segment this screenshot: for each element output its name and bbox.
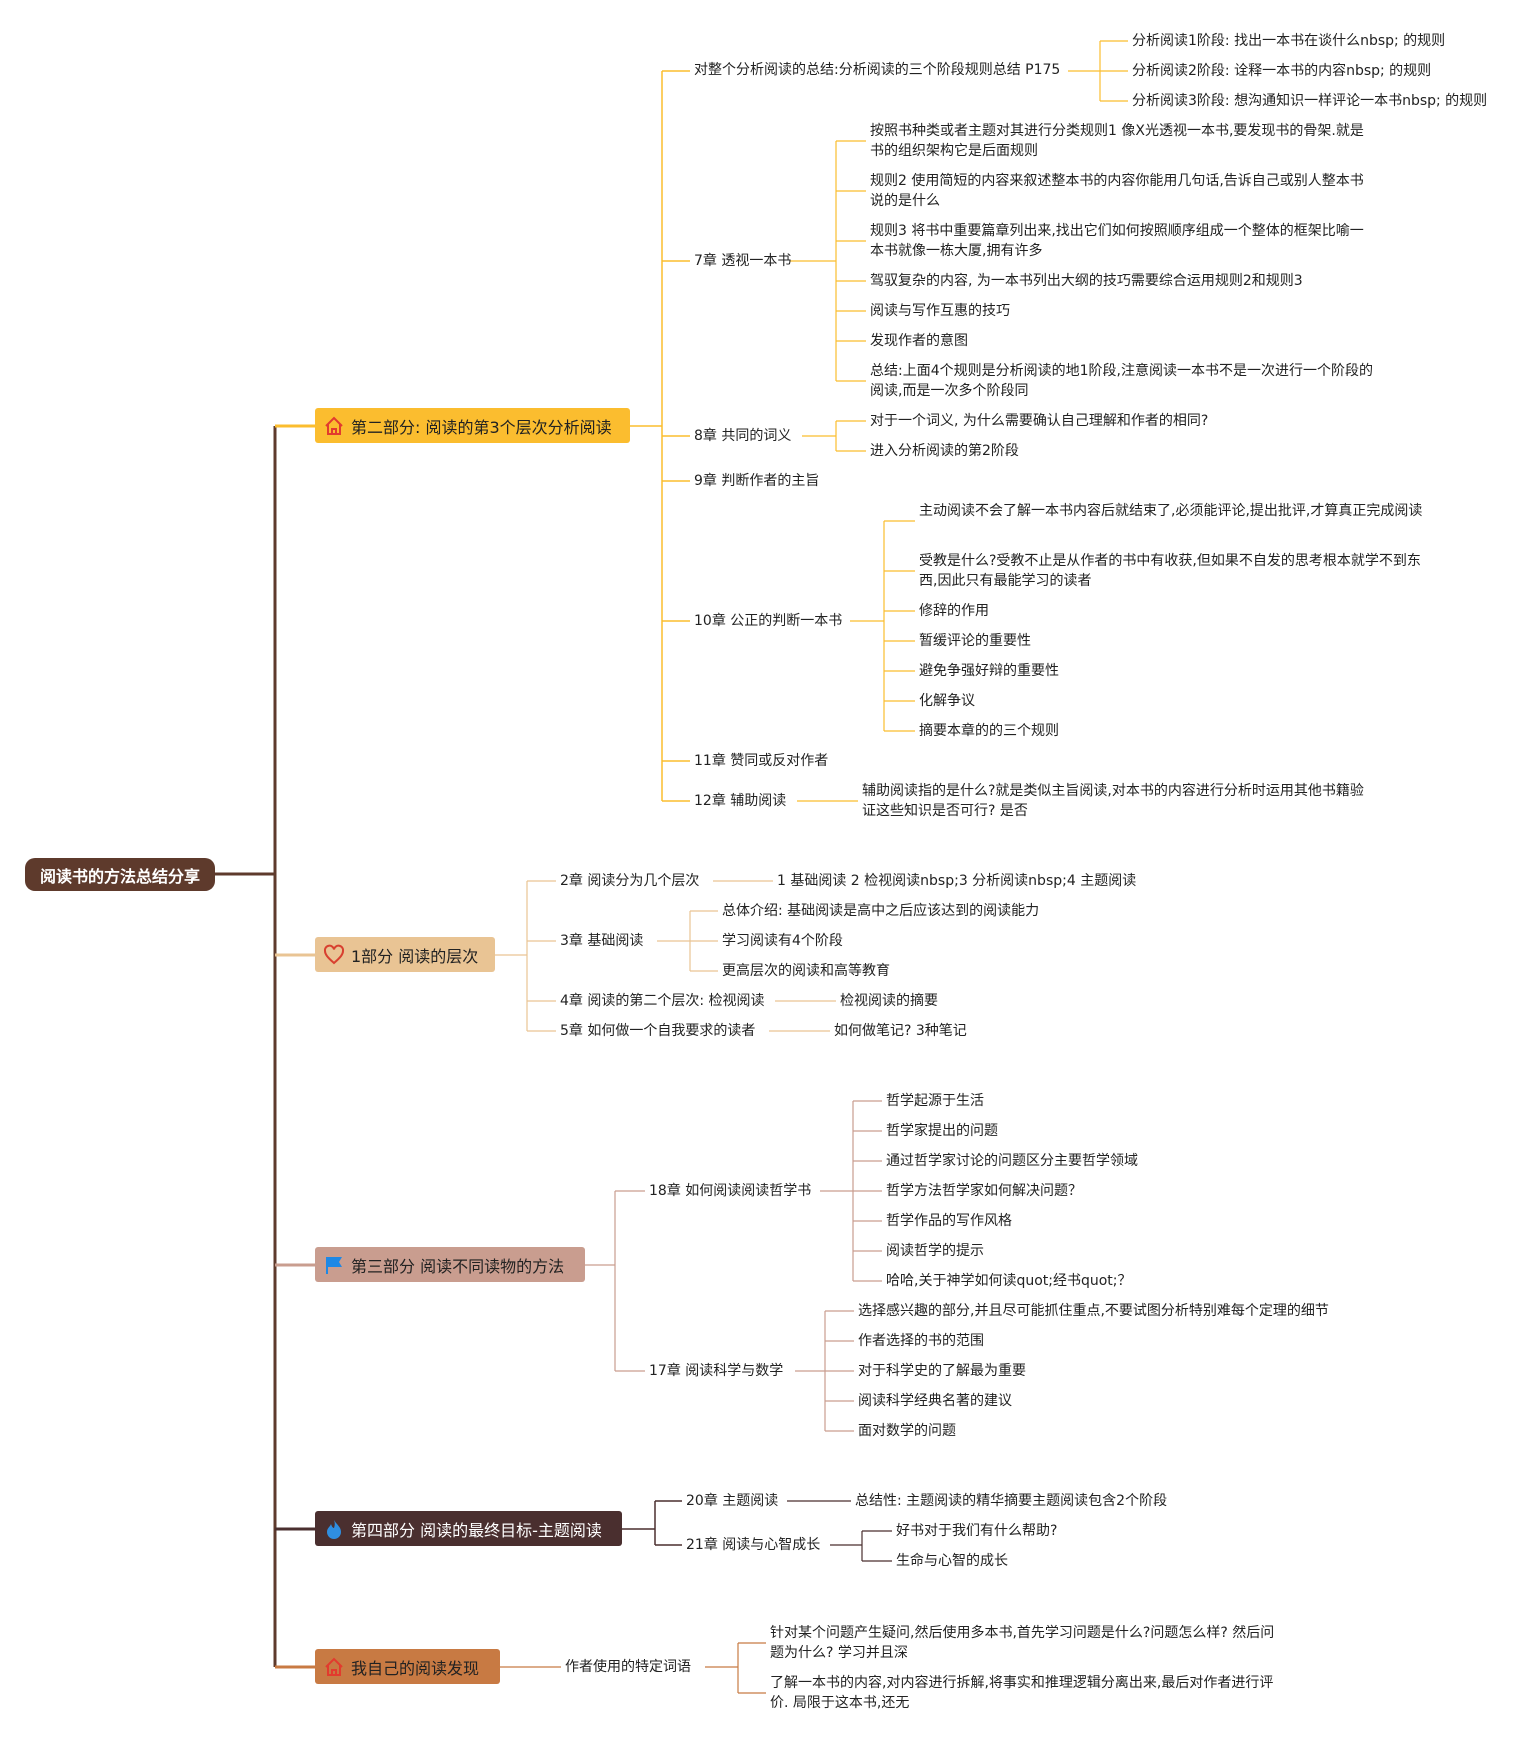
chapter-7[interactable]: 7章 透视一本书 bbox=[694, 253, 792, 269]
chapter-18-item[interactable]: 阅读哲学的提示 bbox=[886, 1243, 984, 1259]
branch-label: 我自己的阅读发现 bbox=[351, 1658, 480, 1678]
chapter-10-item[interactable]: 避免争强好辩的重要性 bbox=[919, 663, 1059, 679]
chapter-3-item[interactable]: 学习阅读有4个阶段 bbox=[722, 933, 843, 949]
chapter-20-item[interactable]: 总结性: 主题阅读的精华摘要主题阅读包含2个阶段 bbox=[855, 1493, 1168, 1509]
home-icon bbox=[323, 1656, 345, 1678]
chapter-12-item[interactable]: 辅助阅读指的是什么?就是类似主旨阅读,对本书的内容进行分析时运用其他书籍验证这些… bbox=[862, 783, 1364, 819]
chapter-12[interactable]: 12章 辅助阅读 bbox=[694, 793, 787, 809]
branch-label: 第二部分: 阅读的第3个层次分析阅读 bbox=[351, 417, 612, 437]
summary-rule-1[interactable]: 分析阅读1阶段: 找出一本书在谈什么nbsp; 的规则 bbox=[1132, 33, 1446, 49]
branch-part-four[interactable]: 第四部分 阅读的最终目标-主题阅读 bbox=[315, 1511, 622, 1546]
branch-part-two[interactable]: 第二部分: 阅读的第3个层次分析阅读 bbox=[315, 408, 630, 443]
chapter-3-item[interactable]: 更高层次的阅读和高等教育 bbox=[722, 963, 890, 979]
chapter-17[interactable]: 17章 阅读科学与数学 bbox=[649, 1363, 784, 1379]
chapter-7-item[interactable]: 发现作者的意图 bbox=[870, 333, 968, 349]
chapter-10[interactable]: 10章 公正的判断一本书 bbox=[694, 613, 843, 629]
chapter-10-item[interactable]: 暂缓评论的重要性 bbox=[919, 633, 1031, 649]
chapter-21-item[interactable]: 好书对于我们有什么帮助? bbox=[896, 1523, 1058, 1539]
chapter-17-item[interactable]: 选择感兴趣的部分,并且尽可能抓住重点,不要试图分析特别难每个定理的细节 bbox=[858, 1303, 1329, 1319]
branch-part-three[interactable]: 第三部分 阅读不同读物的方法 bbox=[315, 1247, 585, 1282]
chapter-5-item[interactable]: 如何做笔记? 3种笔记 bbox=[834, 1023, 967, 1039]
chapter-2[interactable]: 2章 阅读分为几个层次 bbox=[560, 873, 700, 889]
heart-icon bbox=[323, 944, 345, 966]
chapter-20[interactable]: 20章 主题阅读 bbox=[686, 1493, 779, 1509]
chapter-18-item[interactable]: 哲学方法哲学家如何解决问题？ bbox=[886, 1183, 1082, 1199]
chapter-10-item[interactable]: 主动阅读不会了解一本书内容后就结束了,必须能评论,提出批评,才算真正完成阅读 bbox=[919, 503, 1423, 519]
branch-part-one[interactable]: 1部分 阅读的层次 bbox=[315, 937, 495, 972]
home-icon bbox=[323, 415, 345, 437]
chapter-8-item[interactable]: 进入分析阅读的第2阶段 bbox=[870, 443, 1019, 459]
chapter-5[interactable]: 5章 如何做一个自我要求的读者 bbox=[560, 1023, 756, 1039]
chapter-17-item[interactable]: 面对数学的问题 bbox=[858, 1423, 956, 1439]
chapter-8[interactable]: 8章 共同的词义 bbox=[694, 428, 792, 444]
chapter-10-item[interactable]: 修辞的作用 bbox=[919, 603, 989, 619]
chapter-18[interactable]: 18章 如何阅读阅读哲学书 bbox=[649, 1183, 812, 1199]
summary-rule-2[interactable]: 分析阅读2阶段: 诠释一本书的内容nbsp; 的规则 bbox=[1132, 63, 1432, 79]
chapter-18-item[interactable]: 哲学作品的写作风格 bbox=[886, 1213, 1012, 1229]
chapter-7-item[interactable]: 总结:上面4个规则是分析阅读的地1阶段,注意阅读一本书不是一次进行一个阶段的阅读… bbox=[870, 363, 1373, 399]
chapter-17-item[interactable]: 作者选择的书的范围 bbox=[858, 1333, 984, 1349]
chapter-4-item[interactable]: 检视阅读的摘要 bbox=[840, 993, 938, 1009]
chapter-17-item[interactable]: 阅读科学经典名著的建议 bbox=[858, 1393, 1012, 1409]
branch-label: 1部分 阅读的层次 bbox=[351, 946, 479, 966]
chapter-18-item[interactable]: 哲学家提出的问题 bbox=[886, 1123, 998, 1139]
summary-topic[interactable]: 对整个分析阅读的总结:分析阅读的三个阶段规则总结 P175 bbox=[694, 62, 1061, 78]
finding-item[interactable]: 针对某个问题产生疑问,然后使用多本书,首先学习问题是什么?问题怎么样? 然后问题… bbox=[770, 1625, 1275, 1661]
chapter-7-item[interactable]: 规则2 使用简短的内容来叙述整本书的内容你能用几句话,告诉自己或别人整本书说的是… bbox=[870, 173, 1364, 209]
chapter-9[interactable]: 9章 判断作者的主旨 bbox=[694, 473, 820, 489]
chapter-2-item[interactable]: 1 基础阅读 2 检视阅读nbsp;3 分析阅读nbsp;4 主题阅读 bbox=[777, 873, 1137, 889]
chapter-3[interactable]: 3章 基础阅读 bbox=[560, 933, 644, 949]
flag-icon bbox=[323, 1254, 345, 1276]
chapter-18-item[interactable]: 哈哈,关于神学如何读quot;经书quot;？ bbox=[886, 1273, 1132, 1289]
chapter-18-item[interactable]: 通过哲学家讨论的问题区分主要哲学领域 bbox=[886, 1153, 1138, 1169]
finding-item[interactable]: 了解一本书的内容,对内容进行拆解,将事实和推理逻辑分离出来,最后对作者进行评价.… bbox=[770, 1675, 1274, 1711]
chapter-10-item[interactable]: 受教是什么?受教不止是从作者的书中有收获,但如果不自发的思考根本就学不到东西,因… bbox=[919, 553, 1421, 589]
chapter-10-item[interactable]: 化解争议 bbox=[919, 693, 975, 709]
flame-icon bbox=[323, 1518, 345, 1540]
chapter-7-item[interactable]: 规则3 将书中重要篇章列出来,找出它们如何按照顺序组成一个整体的框架比喻一本书就… bbox=[870, 223, 1364, 259]
chapter-21[interactable]: 21章 阅读与心智成长 bbox=[686, 1537, 821, 1553]
chapter-4[interactable]: 4章 阅读的第二个层次: 检视阅读 bbox=[560, 993, 765, 1009]
summary-rule-3[interactable]: 分析阅读3阶段: 想沟通知识一样评论一本书nbsp; 的规则 bbox=[1132, 93, 1488, 109]
chapter-10-item[interactable]: 摘要本章的的三个规则 bbox=[919, 723, 1059, 739]
chapter-11[interactable]: 11章 赞同或反对作者 bbox=[694, 753, 829, 769]
branch-label: 第三部分 阅读不同读物的方法 bbox=[351, 1256, 565, 1276]
chapter-8-item[interactable]: 对于一个词义, 为什么需要确认自己理解和作者的相同? bbox=[870, 413, 1209, 429]
chapter-17-item[interactable]: 对于科学史的了解最为重要 bbox=[858, 1363, 1026, 1379]
chapter-18-item[interactable]: 哲学起源于生活 bbox=[886, 1093, 984, 1109]
branch-my-findings[interactable]: 我自己的阅读发现 bbox=[315, 1649, 500, 1684]
root-topic[interactable]: 阅读书的方法总结分享 bbox=[25, 858, 215, 891]
chapter-7-item[interactable]: 按照书种类或者主题对其进行分类规则1 像X光透视一本书,要发现书的骨架.就是书的… bbox=[870, 123, 1364, 159]
chapter-7-item[interactable]: 阅读与写作互惠的技巧 bbox=[870, 303, 1010, 319]
finding-topic[interactable]: 作者使用的特定词语 bbox=[565, 1659, 691, 1675]
chapter-21-item[interactable]: 生命与心智的成长 bbox=[896, 1553, 1008, 1569]
chapter-3-item[interactable]: 总体介绍: 基础阅读是高中之后应该达到的阅读能力 bbox=[722, 903, 1040, 919]
branch-label: 第四部分 阅读的最终目标-主题阅读 bbox=[351, 1520, 602, 1540]
chapter-7-item[interactable]: 驾驭复杂的内容, 为一本书列出大纲的技巧需要综合运用规则2和规则3 bbox=[870, 273, 1303, 289]
